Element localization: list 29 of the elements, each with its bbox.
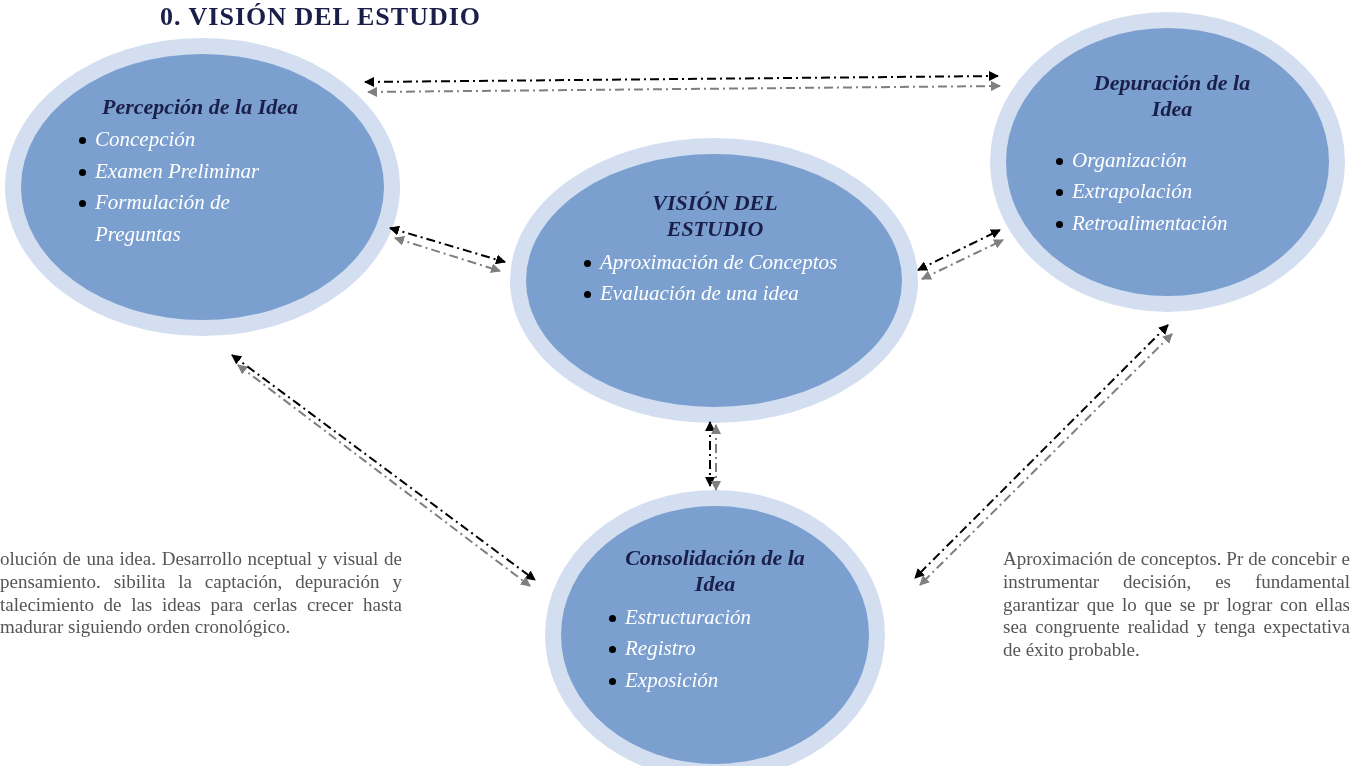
- double-arrow: [389, 225, 506, 265]
- node-heading: VISIÓN DEL ESTUDIO: [651, 190, 779, 243]
- double-arrow: [711, 424, 721, 491]
- double-arrow: [394, 235, 501, 274]
- bullet-item: Examen Preliminar: [95, 158, 260, 183]
- double-arrow: [367, 81, 1001, 97]
- node-heading: Percepción de la Idea: [100, 94, 300, 121]
- double-arrow: [364, 71, 999, 87]
- node-heading: Consolidación de la Idea: [624, 545, 806, 598]
- bullet-item: Estructuración: [625, 604, 751, 629]
- bullet-item: Evaluación de una idea: [600, 281, 799, 306]
- bullet-item: Formulación de Preguntas: [95, 190, 230, 246]
- ellipse-node: [5, 38, 400, 336]
- ellipse-node: [510, 138, 918, 423]
- bullet-item: Retroalimentación: [1072, 210, 1228, 235]
- bullet-item: Registro: [625, 636, 696, 661]
- double-arrow: [705, 421, 715, 487]
- double-arrow: [921, 239, 1004, 280]
- ellipse-node: [990, 12, 1345, 312]
- bullet-item: Extrapolación: [1072, 179, 1193, 204]
- description-text: olución de una idea. Desarrollo nceptual y visual de pensamiento. sibilita la captación, depuración y talecimiento de las ideas para cerlas crecer hasta madurar siguiendo orden cronológico.: [0, 548, 402, 640]
- bullet-item: Organización: [1072, 147, 1187, 172]
- bullet-item: Concepción: [95, 127, 196, 152]
- node-heading: Depuración de la Idea: [1092, 70, 1252, 123]
- description-text: Aproximación de conceptos. Pr de concebir e instrumentar decisión, es fundamental garantizar que lo que se pr lograr con ellas sea congruente realidad y tenga expectativa de éxito probable.: [1003, 548, 1350, 662]
- title: 0. VISIÓN DEL ESTUDIO: [160, 2, 482, 32]
- double-arrow: [917, 229, 1001, 271]
- bullet-item: Aproximación de Conceptos: [600, 249, 838, 274]
- bullet-item: Exposición: [625, 667, 719, 692]
